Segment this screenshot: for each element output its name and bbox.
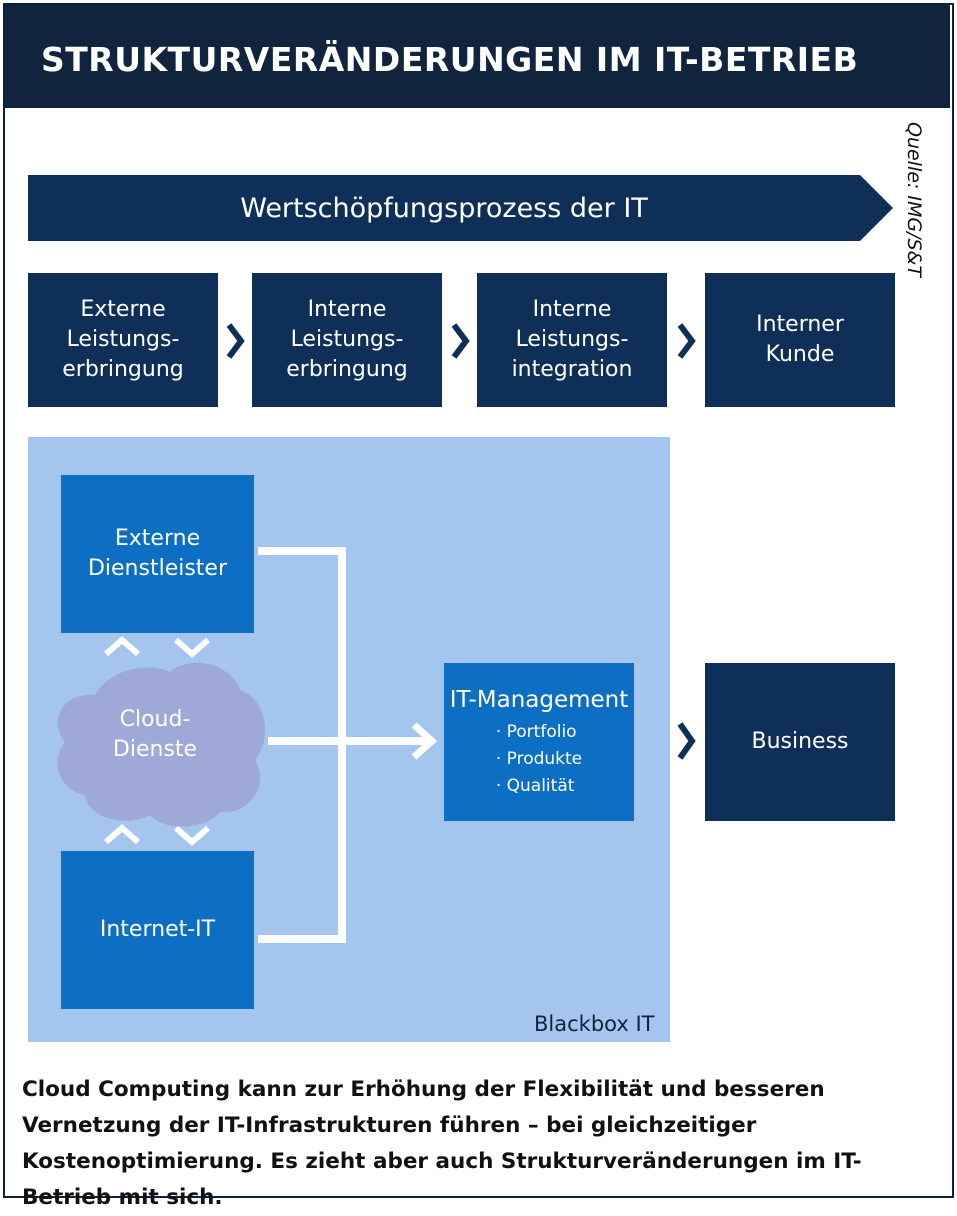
process-arrow-label: Wertschöpfungsprozess der IT xyxy=(240,192,648,224)
external-providers-box: Externe Dienstleister xyxy=(61,475,254,633)
step-line: Interner xyxy=(756,312,844,337)
step-line: Externe xyxy=(80,297,166,322)
step-line: erbringung xyxy=(286,357,408,382)
step-external-delivery: Externe Leistungs- erbringung xyxy=(28,273,218,407)
page-title: STRUKTURVERÄNDERUNGEN IM IT-BETRIEB xyxy=(41,40,859,79)
step-internal-integration: Interne Leistungs- integration xyxy=(477,273,667,407)
step-line: Interne xyxy=(307,297,387,322)
cloud-icon xyxy=(57,662,266,827)
blackbox-label: Blackbox IT xyxy=(534,1012,655,1036)
chevron-up-icon xyxy=(104,824,140,845)
chevron-icon xyxy=(226,323,245,359)
list-item: Produkte xyxy=(496,746,583,773)
step-line: Interne xyxy=(532,297,612,322)
step-line: Leistungs- xyxy=(290,327,404,352)
box-line: Externe xyxy=(114,526,201,551)
step-line: integration xyxy=(511,357,633,382)
step-line: Leistungs- xyxy=(66,327,180,352)
chevron-icon xyxy=(677,323,696,359)
chevron-up-icon xyxy=(104,636,140,657)
internet-it-box: Internet-IT xyxy=(61,851,254,1009)
chevron-down-icon xyxy=(174,825,210,846)
cloud-line: Dienste xyxy=(112,737,198,762)
step-internal-customer: Interner Kunde xyxy=(705,273,895,407)
step-line: Leistungs- xyxy=(515,327,629,352)
step-line: Kunde xyxy=(765,342,835,367)
box-line: Dienstleister xyxy=(87,556,228,581)
chevron-icon xyxy=(677,722,696,760)
chevron-icon xyxy=(451,323,470,359)
cloud-line: Cloud- xyxy=(119,707,191,732)
list-item: Portfolio xyxy=(496,719,582,746)
business-box: Business xyxy=(705,663,895,821)
step-line: erbringung xyxy=(62,357,184,382)
it-management-box: IT-Management Portfolio Produkte Qualitä… xyxy=(444,663,634,821)
it-management-list: Portfolio Produkte Qualität xyxy=(496,719,583,800)
header-bar: STRUKTURVERÄNDERUNGEN IM IT-BETRIEB xyxy=(5,5,950,108)
chevron-down-icon xyxy=(174,637,210,658)
step-internal-delivery: Interne Leistungs- erbringung xyxy=(252,273,442,407)
cloud-services-label: Cloud- Dienste xyxy=(60,690,250,780)
arrowhead-icon xyxy=(411,722,438,760)
process-arrow xyxy=(28,175,893,241)
list-item: Qualität xyxy=(496,773,582,800)
it-management-title: IT-Management xyxy=(449,686,629,713)
box-line: Internet-IT xyxy=(99,917,216,942)
caption-text: Cloud Computing kann zur Erhöhung der Fl… xyxy=(22,1077,862,1210)
box-line: Business xyxy=(751,729,849,754)
